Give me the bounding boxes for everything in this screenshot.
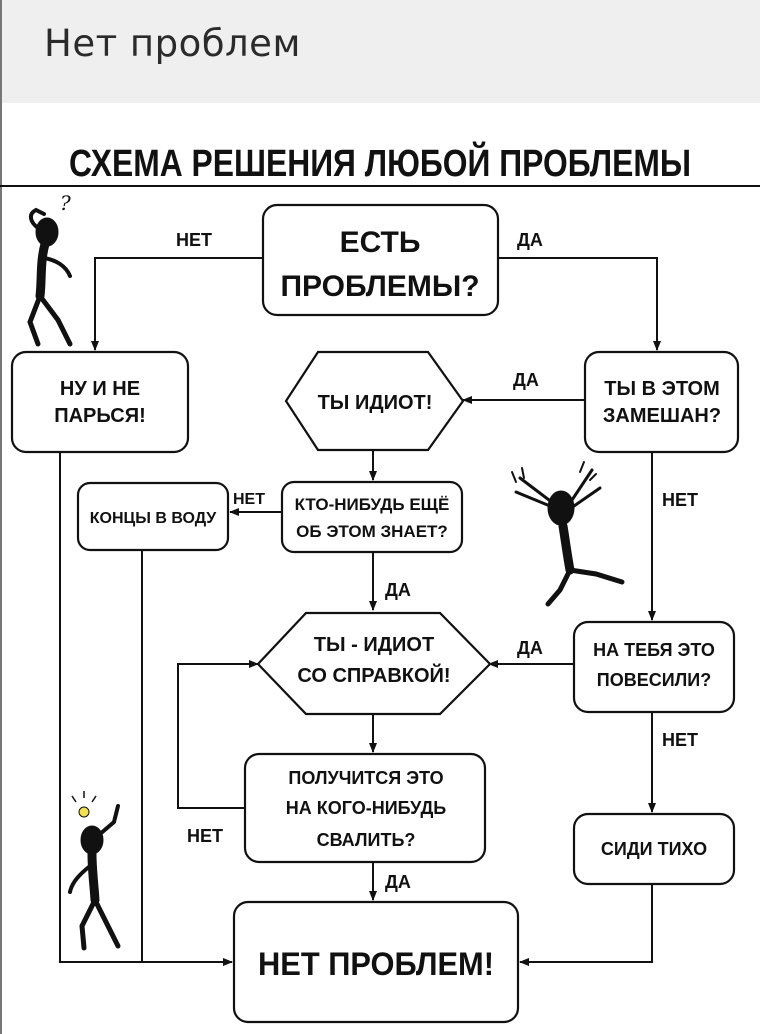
label-knows-yes: ДА [385, 580, 411, 600]
node-certified-idiot: ТЫ - ИДИОТ СО СПРАВКОЙ! [256, 611, 492, 716]
svg-text:ТЫ ИДИОТ!: ТЫ ИДИОТ! [318, 392, 433, 414]
page-title: Нет проблем [44, 22, 301, 65]
svg-text:СИДИ ТИХО: СИДИ ТИХО [601, 839, 707, 859]
thinking-figure-icon: ? [27, 191, 73, 347]
svg-text:НЕТ ПРОБЛЕМ!: НЕТ ПРОБЛЕМ! [258, 946, 494, 982]
diagram-title: СХЕМА РЕШЕНИЯ ЛЮБОЙ ПРОБЛЕМЫ [69, 140, 691, 185]
lightbulb-icon [78, 806, 90, 818]
label-involved-no: НЕТ [662, 490, 698, 510]
idea-figure-icon [68, 791, 121, 951]
label-knows-no: НЕТ [233, 491, 265, 508]
edge-labels: НЕТ ДА ДА НЕТ НЕТ ДА ДА НЕТ НЕТ ДА [176, 230, 698, 892]
node-knows: КТО-НИБУДЬ ЕЩЁ ОБ ЭТОМ ЗНАЕТ? [280, 480, 464, 554]
svg-text:ПАРЬСЯ!: ПАРЬСЯ! [54, 405, 146, 427]
node-blamed: НА ТЕБЯ ЭТО ПОВЕСИЛИ? [572, 620, 736, 714]
svg-text:ПОВЕСИЛИ?: ПОВЕСИЛИ? [597, 670, 711, 690]
label-blame-other-no: НЕТ [187, 826, 223, 846]
svg-text:НА КОГО-НИБУДЬ: НА КОГО-НИБУДЬ [286, 798, 446, 818]
svg-text:СВАЛИТЬ?: СВАЛИТЬ? [317, 830, 416, 850]
node-involved: ТЫ В ЭТОМ ЗАМЕШАН? [583, 350, 740, 454]
label-involved-yes: ДА [513, 370, 539, 390]
svg-text:НУ И НЕ: НУ И НЕ [60, 378, 140, 400]
header-bar: Нет проблем [0, 0, 760, 103]
node-idiot: ТЫ ИДИОТ! [284, 350, 465, 452]
node-dont-worry: НУ И НЕ ПАРЬСЯ! [10, 350, 190, 454]
edge-quiet-noproblem [519, 885, 653, 966]
edge-blame-no [177, 660, 259, 809]
edge-start-yes [498, 257, 661, 351]
question-mark-icon: ? [60, 191, 71, 215]
svg-text:ОБ ЭТОМ ЗНАЕТ?: ОБ ЭТОМ ЗНАЕТ? [296, 522, 448, 541]
label-blame-other-yes: ДА [385, 872, 411, 892]
panicking-figure-icon [511, 461, 625, 607]
edge-dontworry-noproblem [59, 453, 233, 966]
node-hide: КОНЦЫ В ВОДУ [76, 481, 230, 552]
label-blamed-no: НЕТ [662, 730, 698, 750]
label-blamed-yes: ДА [517, 638, 543, 658]
node-start: ЕСТЬ ПРОБЛЕМЫ? [261, 203, 500, 317]
edge-start-no [91, 257, 263, 351]
svg-text:ПОЛУЧИТСЯ ЭТО: ПОЛУЧИТСЯ ЭТО [288, 768, 443, 788]
label-start-no: НЕТ [176, 230, 212, 250]
label-start-yes: ДА [517, 230, 543, 250]
node-sit-quiet: СИДИ ТИХО [572, 812, 736, 886]
svg-text:НА ТЕБЯ ЭТО: НА ТЕБЯ ЭТО [593, 640, 715, 660]
node-blame-other: ПОЛУЧИТСЯ ЭТО НА КОГО-НИБУДЬ СВАЛИТЬ? [243, 752, 487, 864]
node-no-problem: НЕТ ПРОБЛЕМ! [232, 900, 520, 1024]
svg-text:ПРОБЛЕМЫ?: ПРОБЛЕМЫ? [280, 270, 479, 303]
svg-text:КТО-НИБУДЬ ЕЩЁ: КТО-НИБУДЬ ЕЩЁ [295, 495, 450, 514]
svg-text:ТЫ - ИДИОТ: ТЫ - ИДИОТ [314, 634, 434, 656]
svg-text:ТЫ В ЭТОМ: ТЫ В ЭТОМ [604, 378, 720, 400]
svg-text:ЕСТЬ: ЕСТЬ [340, 226, 421, 259]
left-rule [0, 103, 2, 1034]
svg-text:ЗАМЕШАН?: ЗАМЕШАН? [603, 405, 721, 427]
svg-text:СО СПРАВКОЙ!: СО СПРАВКОЙ! [297, 663, 450, 687]
connectors [59, 257, 661, 966]
svg-text:КОНЦЫ В ВОДУ: КОНЦЫ В ВОДУ [90, 510, 218, 527]
